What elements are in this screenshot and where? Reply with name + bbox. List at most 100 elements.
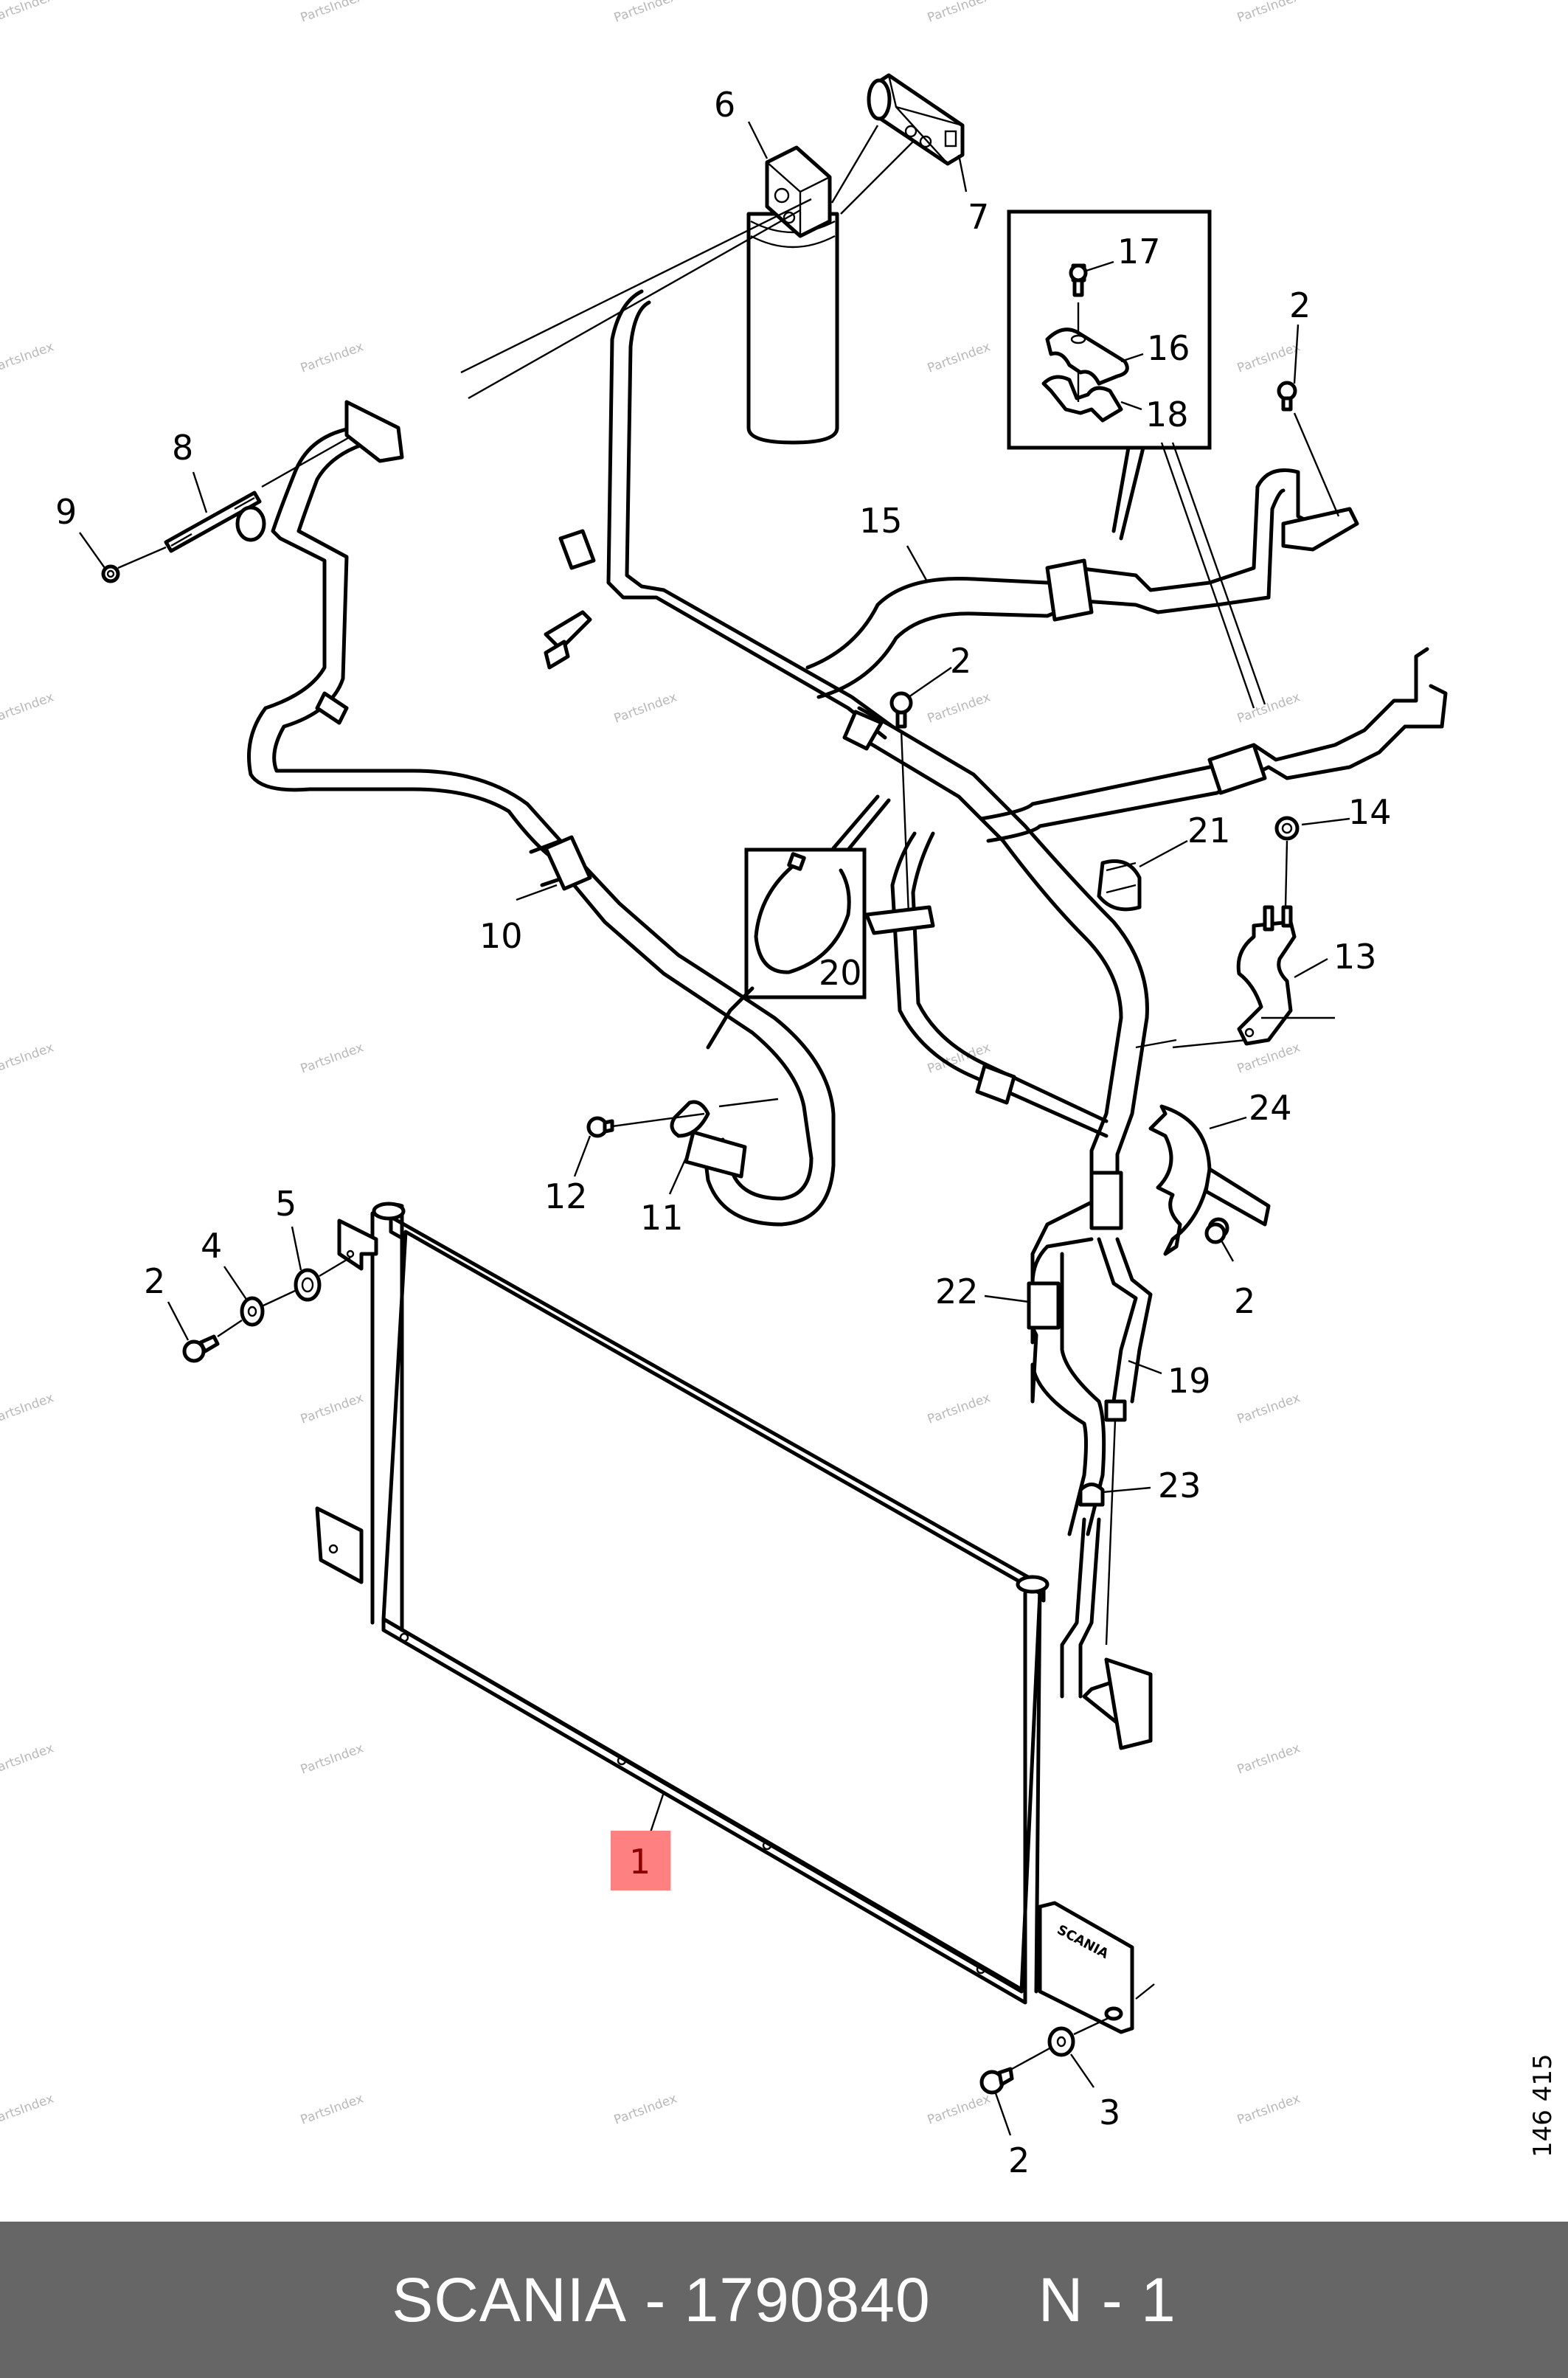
inset-clamp-box [1007, 209, 1266, 709]
nut-14 [1274, 816, 1300, 841]
watermark: PartsIndex [1235, 2091, 1302, 2127]
callout-14[interactable]: 14 [1348, 792, 1392, 832]
callout-24[interactable]: 24 [1249, 1088, 1292, 1128]
footer-separator [627, 2264, 645, 2336]
callout-2-left[interactable]: 2 [144, 1261, 165, 1301]
callout-1[interactable]: 1 [629, 1842, 651, 1882]
callout-5[interactable]: 5 [275, 1184, 296, 1224]
leader-24 [1209, 1116, 1247, 1130]
footer-position-label: N - 1 [1038, 2264, 1176, 2334]
watermark: PartsIndex [612, 690, 679, 726]
watermark: PartsIndex [926, 339, 993, 375]
leader-11 [668, 1157, 687, 1195]
watermark: PartsIndex [0, 690, 56, 726]
watermark: PartsIndex [612, 0, 679, 26]
watermark: PartsIndex [0, 339, 56, 375]
watermark: PartsIndex [1235, 1390, 1302, 1427]
footer-spacer [931, 2264, 1038, 2336]
callout-6[interactable]: 6 [714, 85, 735, 125]
leader-15 [906, 545, 929, 583]
hose-10 [235, 400, 836, 1227]
callout-8[interactable]: 8 [172, 428, 193, 468]
callout-19[interactable]: 19 [1168, 1361, 1211, 1401]
stud [164, 490, 262, 553]
callout-18[interactable]: 18 [1145, 395, 1189, 434]
leader-8 [192, 471, 208, 513]
footer-part-number: 1790840 [684, 2264, 931, 2334]
callout-23[interactable]: 23 [1158, 1466, 1201, 1505]
callout-1-highlight[interactable]: 1 [611, 1831, 670, 1890]
condenser [315, 1202, 1153, 2005]
receiver-drier [746, 145, 839, 445]
leader-14 [1301, 817, 1350, 826]
watermark: PartsIndex [1235, 1040, 1302, 1076]
bolt-2-bracket [1204, 1222, 1227, 1244]
watermark: PartsIndex [926, 690, 993, 726]
callout-17[interactable]: 17 [1117, 232, 1161, 271]
highlight-box [611, 1831, 670, 1890]
callout-9[interactable]: 9 [55, 492, 77, 532]
footer-gap [666, 2264, 684, 2336]
callout-3[interactable]: 3 [1099, 2093, 1120, 2132]
watermark: PartsIndex [299, 2091, 366, 2127]
watermark: PartsIndex [299, 0, 366, 26]
leader-2-top-right [1293, 324, 1300, 384]
watermark: PartsIndex [0, 1040, 56, 1076]
figure-number: 146 415 [1528, 2053, 1558, 2157]
callout-15[interactable]: 15 [859, 501, 903, 541]
leader-23 [1102, 1486, 1151, 1494]
watermark: PartsIndex [0, 2091, 56, 2127]
lock-washer-5 [294, 1268, 322, 1302]
watermark: PartsIndex [1235, 690, 1302, 726]
leader-13 [1294, 957, 1328, 979]
parts-diagram: PartsIndex PartsIndex PartsIndex PartsIn… [0, 0, 1448, 2180]
watermark: PartsIndex [299, 1741, 366, 1777]
clamp-11 [670, 1100, 747, 1179]
bolt-2-bottom [979, 2067, 1014, 2095]
leader-2-center [908, 667, 952, 698]
leader-7 [957, 154, 968, 193]
callout-7[interactable]: 7 [968, 197, 989, 237]
pipe-receiver [544, 289, 895, 740]
leader-2-pipe [1293, 412, 1340, 517]
watermark: PartsIndex [1235, 1741, 1302, 1777]
watermark: PartsIndex [926, 0, 993, 26]
watermark: PartsIndex [926, 1390, 993, 1427]
pipe-right [979, 647, 1448, 912]
bolt-2-left [182, 1334, 220, 1363]
right-bracket [1038, 1901, 1155, 2034]
callout-2-bracket[interactable]: 2 [1234, 1281, 1255, 1321]
washer-4 [240, 1296, 265, 1327]
leader-1 [648, 1792, 665, 1837]
callout-16[interactable]: 16 [1147, 328, 1190, 368]
callout-11[interactable]: 11 [640, 1198, 684, 1238]
leader-2-bottom [994, 2093, 1012, 2136]
footer-brand: SCANIA [392, 2264, 627, 2334]
bracket-13 [1236, 905, 1297, 1046]
callout-2-center[interactable]: 2 [950, 641, 971, 681]
footer-bar: SCANIA - 1790840 N - 1 [0, 2222, 1568, 2378]
callout-2-bottom[interactable]: 2 [1008, 2140, 1030, 2180]
leader-5 [291, 1226, 302, 1271]
watermark: PartsIndex [299, 1390, 366, 1427]
callout-4[interactable]: 4 [201, 1226, 222, 1266]
leader-12 [573, 1135, 592, 1177]
footer-dash: - [645, 2264, 667, 2334]
bolt-12 [586, 1116, 614, 1138]
callout-20[interactable]: 20 [819, 953, 862, 993]
bolt-2-center [889, 691, 913, 729]
callout-22[interactable]: 22 [935, 1272, 979, 1311]
washer-3 [1047, 2026, 1075, 2057]
callout-21[interactable]: 21 [1187, 811, 1231, 850]
leader-2-bracket [1219, 1238, 1235, 1262]
pipe-center [842, 706, 1149, 1345]
callout-10[interactable]: 10 [479, 916, 523, 956]
leader-22 [984, 1294, 1030, 1303]
callout-2-top-right[interactable]: 2 [1289, 285, 1311, 325]
watermark: PartsIndex [0, 0, 56, 26]
leader-21 [1139, 839, 1188, 868]
callout-12[interactable]: 12 [544, 1176, 588, 1216]
leader-4 [223, 1266, 248, 1301]
watermark: PartsIndex [0, 1390, 56, 1427]
callout-13[interactable]: 13 [1333, 937, 1377, 977]
